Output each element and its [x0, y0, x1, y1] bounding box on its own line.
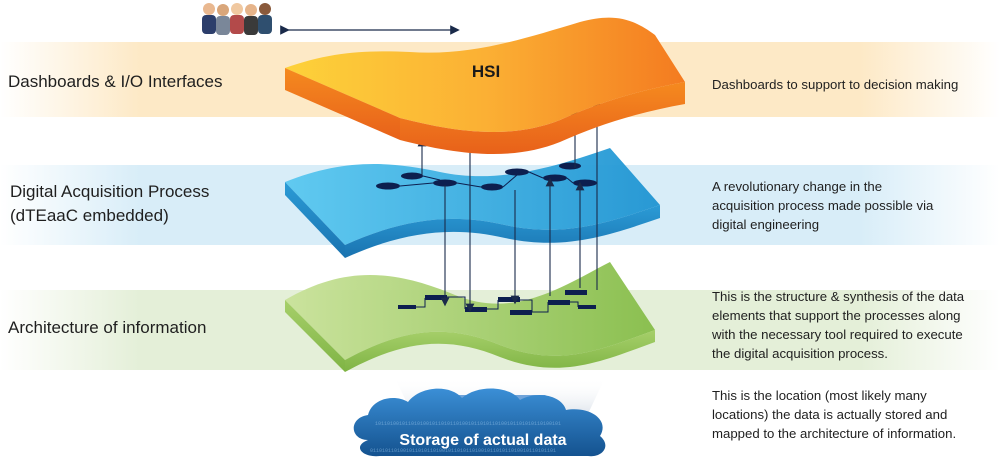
hsi-layer	[285, 17, 685, 155]
label-architecture: Architecture of information	[8, 318, 207, 337]
desc-line: digital engineering	[712, 217, 820, 232]
desc-line: This is the structure & synthesis of the…	[712, 289, 965, 304]
desc-storage: This is the location (most likely many l…	[712, 386, 997, 443]
desc-line: locations) the data is actually stored a…	[712, 407, 948, 422]
desc-dashboards: Dashboards to support to decision making	[712, 77, 959, 92]
label-dashboards: Dashboards & I/O Interfaces	[8, 72, 223, 91]
people-group-icon	[202, 3, 272, 35]
desc-line: elements that support the processes alon…	[712, 308, 961, 323]
desc-line: with the necessary tool required to exec…	[712, 327, 963, 342]
desc-architecture: This is the structure & synthesis of the…	[712, 287, 997, 363]
hsi-title: HSI	[472, 62, 500, 81]
desc-line: This is the location (most likely many	[712, 388, 927, 403]
desc-line: mapped to the architecture of informatio…	[712, 426, 957, 441]
desc-line: the digital acquisition process.	[712, 346, 888, 361]
acquisition-nodes	[376, 162, 597, 191]
desc-line: A revolutionary change in the	[712, 179, 883, 194]
svg-text:011010110100101101011010010110: 0110101101001011010110100101101011010010…	[370, 448, 556, 454]
cloud-storage-icon: 1011010010110101001011010110100101101011…	[353, 388, 606, 457]
svg-text:101101001011010100101101011010: 1011010010110101001011010110100101101011…	[375, 421, 561, 427]
layer-connectors	[417, 97, 602, 313]
desc-line: acquisition process made possible via	[712, 198, 934, 213]
acquisition-layer	[285, 148, 660, 258]
label-acquisition-line2: (dTEaaC embedded)	[10, 206, 169, 225]
label-acquisition-line1: Digital Acquisition Process	[10, 182, 210, 201]
architecture-links	[416, 296, 579, 313]
architecture-nodes	[398, 290, 596, 315]
storage-title: Storage of actual data	[399, 432, 566, 449]
acquisition-links	[399, 165, 574, 188]
label-acquisition: Digital Acquisition Process (dTEaaC embe…	[10, 180, 209, 228]
desc-acquisition: A revolutionary change in the acquisitio…	[712, 177, 997, 234]
